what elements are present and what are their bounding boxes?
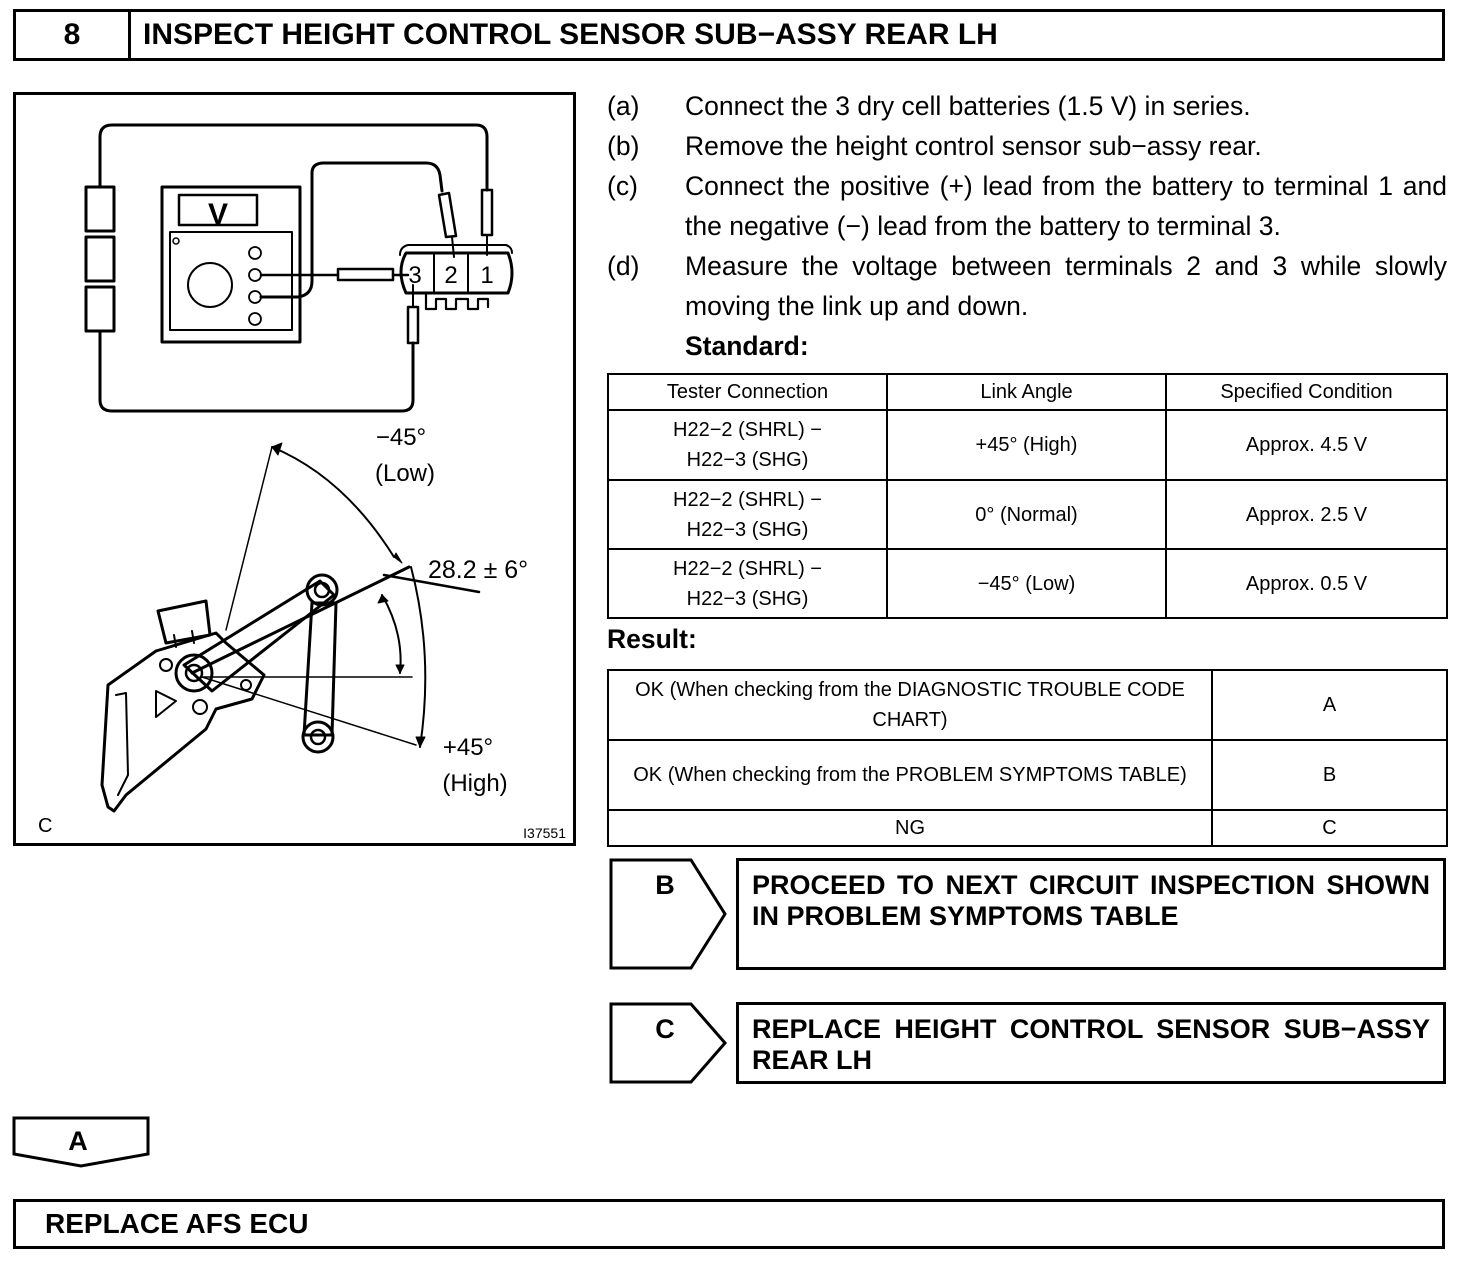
tester-connection-cell: H22−2 (SHRL) −H22−3 (SHG) bbox=[607, 409, 888, 481]
table-row: OK (When checking from the DIAGNOSTIC TR… bbox=[607, 669, 1448, 741]
specified-condition-cell: Approx. 4.5 V bbox=[1165, 409, 1448, 481]
standard-label: Standard: bbox=[685, 331, 809, 361]
terminal-1-label: 1 bbox=[480, 262, 493, 289]
result-code-cell: A bbox=[1211, 669, 1448, 741]
outcome-c-box: REPLACE HEIGHT CONTROL SENSOR SUB−ASSY R… bbox=[736, 1002, 1446, 1084]
sensor-connector bbox=[399, 244, 514, 311]
column-header-specified-condition: Specified Condition bbox=[1165, 373, 1448, 411]
battery-positive-wire bbox=[98, 123, 489, 192]
link-angle-cell: +45° (High) bbox=[886, 409, 1167, 481]
table-row: H22−2 (SHRL) −H22−3 (SHG) +45° (High) Ap… bbox=[607, 409, 1448, 481]
step-d: (d) Measure the voltage between terminal… bbox=[607, 246, 1447, 326]
step-text: Connect the 3 dry cell batteries (1.5 V)… bbox=[685, 91, 1251, 121]
high-angle-label: +45° bbox=[443, 734, 493, 761]
step-text: Measure the voltage between terminals 2 … bbox=[685, 251, 1447, 321]
step-letter: (c) bbox=[607, 171, 638, 201]
step-a: (a) Connect the 3 dry cell batteries (1.… bbox=[607, 86, 1447, 126]
battery-cell-1 bbox=[84, 185, 116, 233]
sensor-linkage-drawing bbox=[100, 442, 481, 813]
outcome-b-box: PROCEED TO NEXT CIRCUIT INSPECTION SHOWN… bbox=[736, 858, 1446, 970]
terminal-3-label: 3 bbox=[408, 262, 421, 289]
wiring-and-linkage-diagram: V 3 2 1 −45° (Low) 28.2 ± 6° +45° (High)… bbox=[38, 123, 566, 841]
result-code-cell: B bbox=[1211, 739, 1448, 811]
step-text: Connect the positive (+) lead from the b… bbox=[685, 171, 1447, 241]
column-header-link-angle: Link Angle bbox=[886, 373, 1167, 411]
table-row: OK (When checking from the PROBLEM SYMPT… bbox=[607, 739, 1448, 811]
spec-table-header-row: Tester Connection Link Angle Specified C… bbox=[607, 373, 1448, 411]
low-label: (Low) bbox=[375, 460, 435, 487]
link-angle-cell: −45° (Low) bbox=[886, 548, 1167, 619]
outcome-b-arrow: B bbox=[609, 858, 727, 970]
result-condition-cell: OK (When checking from the PROBLEM SYMPT… bbox=[607, 739, 1213, 811]
step-letter: (a) bbox=[607, 91, 640, 121]
result-condition-cell: OK (When checking from the DIAGNOSTIC TR… bbox=[607, 669, 1213, 741]
column-header-tester-connection: Tester Connection bbox=[607, 373, 888, 411]
table-row: NG C bbox=[607, 809, 1448, 847]
specified-condition-cell: Approx. 0.5 V bbox=[1165, 548, 1448, 619]
table-row: H22−2 (SHRL) −H22−3 (SHG) 0° (Normal) Ap… bbox=[607, 479, 1448, 550]
outcome-b-code: B bbox=[655, 870, 675, 900]
step-number: 8 bbox=[16, 12, 131, 58]
voltmeter bbox=[160, 185, 302, 344]
voltmeter-label: V bbox=[208, 198, 228, 231]
tester-connection-cell: H22−2 (SHRL) −H22−3 (SHG) bbox=[607, 548, 888, 619]
next-step-a-arrow: A bbox=[12, 1116, 150, 1168]
battery-cell-3 bbox=[84, 285, 116, 333]
tolerance-label: 28.2 ± 6° bbox=[428, 556, 528, 584]
specified-condition-cell: Approx. 2.5 V bbox=[1165, 479, 1448, 550]
step-header: 8 INSPECT HEIGHT CONTROL SENSOR SUB−ASSY… bbox=[13, 9, 1445, 61]
high-label: (High) bbox=[442, 770, 507, 797]
replace-afs-ecu-box: REPLACE AFS ECU bbox=[13, 1199, 1445, 1249]
result-table: OK (When checking from the DIAGNOSTIC TR… bbox=[607, 669, 1448, 847]
battery-cell-2 bbox=[84, 235, 116, 283]
tester-connection-cell: H22−2 (SHRL) −H22−3 (SHG) bbox=[607, 479, 888, 550]
figure-corner-code: C bbox=[38, 815, 52, 837]
outcome-c-arrow: C bbox=[609, 1002, 727, 1084]
step-b: (b) Remove the height control sensor sub… bbox=[607, 126, 1447, 166]
step-letter: (d) bbox=[607, 251, 640, 281]
terminal-2-label: 2 bbox=[444, 262, 457, 289]
step-text: Remove the height control sensor sub−ass… bbox=[685, 131, 1262, 161]
step-letter: (b) bbox=[607, 131, 640, 161]
result-code-cell: C bbox=[1211, 809, 1448, 847]
next-step-a-code: A bbox=[68, 1126, 88, 1156]
figure-id: I37551 bbox=[523, 825, 566, 841]
result-condition-cell: NG bbox=[607, 809, 1213, 847]
outcome-c-code: C bbox=[655, 1014, 675, 1044]
step-title: INSPECT HEIGHT CONTROL SENSOR SUB−ASSY R… bbox=[143, 18, 998, 51]
procedure-steps: (a) Connect the 3 dry cell batteries (1.… bbox=[607, 86, 1447, 366]
low-angle-label: −45° bbox=[376, 424, 426, 451]
link-angle-cell: 0° (Normal) bbox=[886, 479, 1167, 550]
result-label: Result: bbox=[607, 624, 697, 654]
step-c: (c) Connect the positive (+) lead from t… bbox=[607, 166, 1447, 246]
battery-negative-wire bbox=[98, 329, 415, 413]
standard-spec-table: Tester Connection Link Angle Specified C… bbox=[607, 373, 1448, 619]
table-row: H22−2 (SHRL) −H22−3 (SHG) −45° (Low) App… bbox=[607, 548, 1448, 619]
sensor-inspection-figure: V 3 2 1 −45° (Low) 28.2 ± 6° +45° (High)… bbox=[13, 92, 576, 846]
